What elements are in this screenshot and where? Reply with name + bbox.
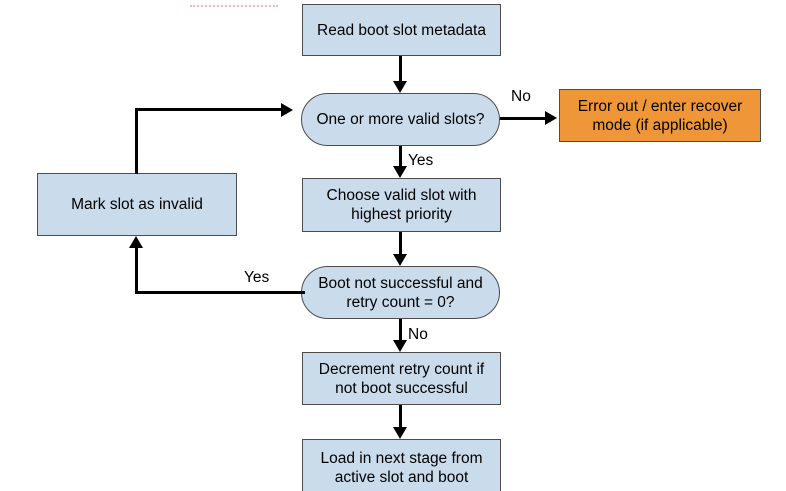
connector-retry-no — [399, 319, 402, 341]
connector-mark-slot-to-valid-slots — [135, 108, 283, 111]
node-label: Choose valid slot with highest priority — [326, 187, 477, 223]
node-read-boot-slot-metadata[interactable]: Read boot slot metadata — [302, 4, 501, 56]
arrowhead-down-icon — [393, 254, 407, 266]
edge-label-valid-slots-yes: Yes — [408, 152, 434, 169]
node-label: Mark slot as invalid — [71, 196, 203, 213]
node-mark-slot-as-invalid[interactable]: Mark slot as invalid — [37, 173, 237, 236]
arrowhead-down-icon — [393, 81, 407, 93]
node-label: Error out / enter recover mode (if appli… — [577, 97, 743, 134]
arrowhead-right-icon — [545, 111, 557, 125]
arrowhead-right-icon — [281, 103, 293, 117]
connector-retry-yes-up — [135, 248, 138, 293]
connector-choose-to-retry-check — [399, 232, 402, 255]
arrowhead-down-icon — [393, 340, 407, 352]
node-decrement-retry-count[interactable]: Decrement retry count if not boot succes… — [302, 352, 501, 405]
connector-decrement-to-load — [399, 405, 402, 428]
edge-label-retry-no: No — [408, 326, 428, 343]
node-choose-valid-slot-highest-priority[interactable]: Choose valid slot with highest priority — [302, 178, 501, 232]
decorative-dotted-rule — [190, 5, 278, 7]
connector-mark-slot-up — [135, 108, 138, 174]
node-label: Load in next stage from active slot and … — [320, 450, 483, 486]
node-label: Read boot slot metadata — [317, 21, 486, 39]
edge-label-retry-yes: Yes — [244, 269, 270, 286]
node-boot-not-successful-retry-zero[interactable]: Boot not successful and retry count = 0? — [301, 266, 500, 319]
node-one-or-more-valid-slots[interactable]: One or more valid slots? — [301, 93, 500, 146]
connector-read-to-valid-slots — [399, 56, 402, 82]
node-label: Decrement retry count if not boot succes… — [318, 360, 485, 397]
arrowhead-up-icon — [129, 236, 143, 248]
connector-valid-slots-no — [500, 117, 546, 120]
arrowhead-down-icon — [393, 166, 407, 178]
arrowhead-down-icon — [393, 427, 407, 439]
node-error-out-enter-recover-mode[interactable]: Error out / enter recover mode (if appli… — [559, 89, 761, 142]
connector-valid-slots-yes — [399, 146, 402, 167]
node-label: One or more valid slots? — [316, 111, 485, 128]
node-load-next-stage-and-boot[interactable]: Load in next stage from active slot and … — [302, 439, 501, 491]
connector-retry-yes-left — [135, 291, 305, 294]
edge-label-valid-slots-no: No — [511, 88, 531, 105]
node-label: Boot not successful and retry count = 0? — [318, 274, 483, 311]
